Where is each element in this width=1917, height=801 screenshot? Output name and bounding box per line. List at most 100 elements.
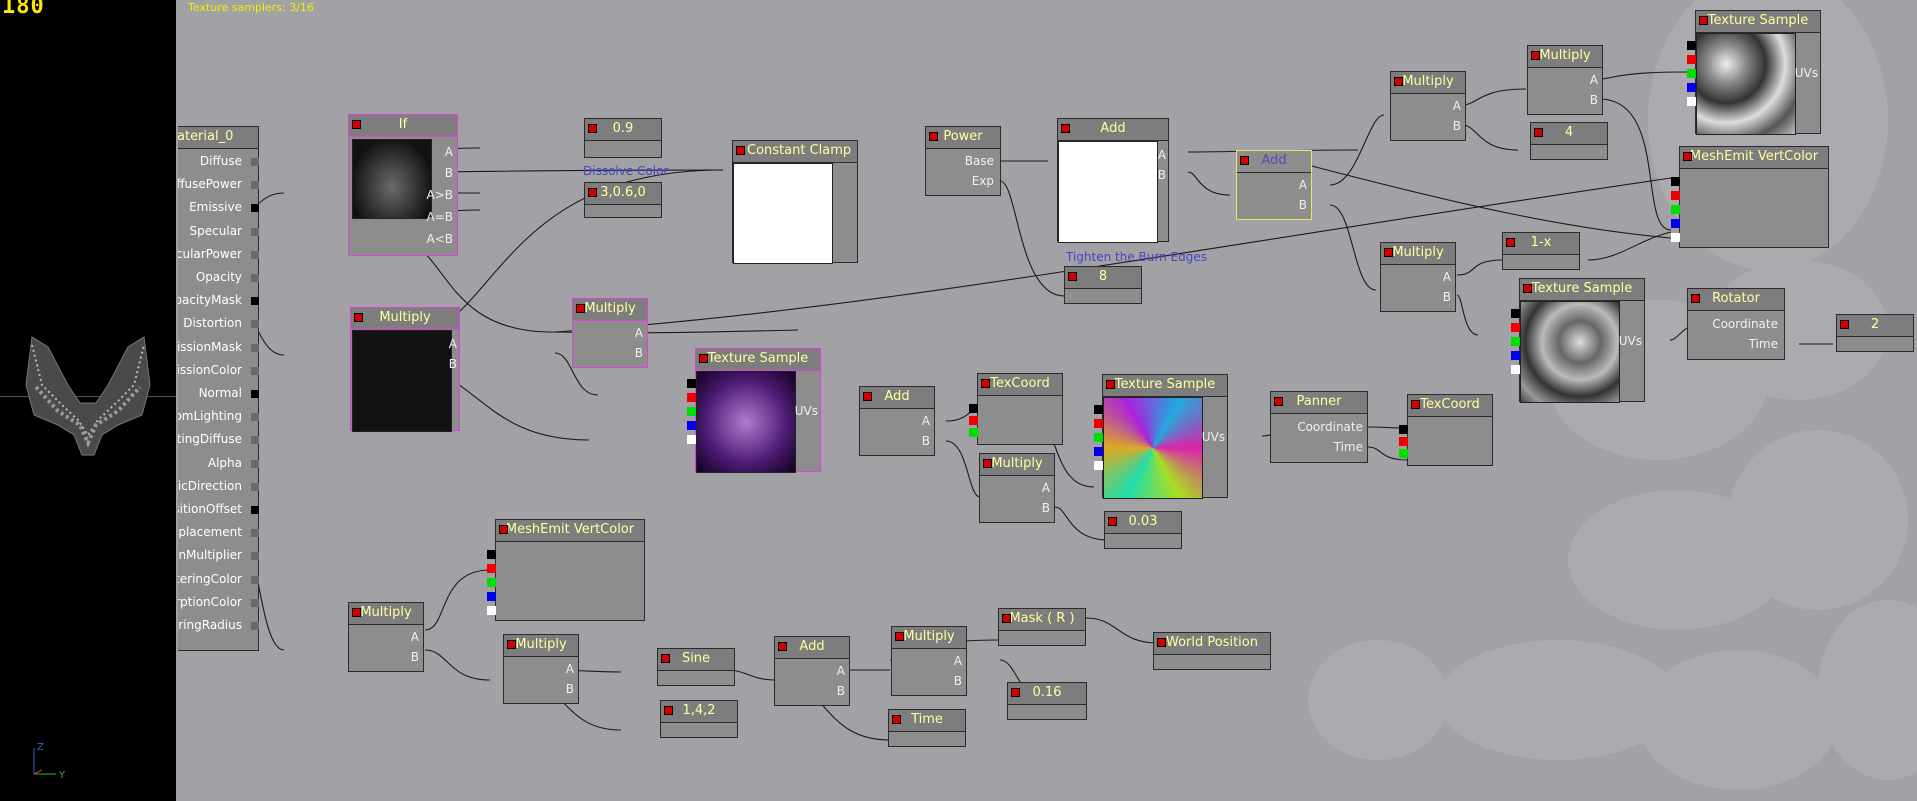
mask-r-node[interactable]: Mask ( R ) bbox=[998, 608, 1086, 646]
node-toggle-icon[interactable] bbox=[892, 715, 901, 724]
node-toggle-icon[interactable] bbox=[576, 304, 585, 313]
add-pin-a[interactable]: A bbox=[921, 414, 930, 428]
node-toggle-icon[interactable] bbox=[664, 706, 673, 715]
if-pin-a-eq-b[interactable]: A=B bbox=[426, 210, 454, 224]
constant-4-node[interactable]: 4 bbox=[1530, 122, 1608, 160]
material-pin-connector[interactable] bbox=[251, 390, 259, 398]
node-toggle-icon[interactable] bbox=[507, 640, 516, 649]
node-toggle-icon[interactable] bbox=[929, 132, 938, 141]
if-node[interactable]: If A B A>B A=B A<B bbox=[348, 114, 458, 256]
node-toggle-icon[interactable] bbox=[352, 120, 361, 129]
node-toggle-icon[interactable] bbox=[1394, 77, 1403, 86]
panner-node[interactable]: Panner Coordinate Time bbox=[1270, 391, 1368, 463]
add-node-selected[interactable]: Add A B bbox=[1236, 150, 1312, 220]
node-toggle-icon[interactable] bbox=[1002, 614, 1011, 623]
node-toggle-icon[interactable] bbox=[1157, 638, 1166, 647]
material-pin-connector[interactable] bbox=[251, 274, 259, 282]
multiply-pin-b[interactable]: B bbox=[1442, 290, 1451, 304]
node-toggle-icon[interactable] bbox=[895, 632, 904, 641]
panner-pin-time[interactable]: Time bbox=[1333, 440, 1363, 454]
multiply-pin-a[interactable]: A bbox=[634, 326, 643, 340]
node-toggle-icon[interactable] bbox=[1531, 51, 1540, 60]
add-node-top[interactable]: Add A B bbox=[1057, 118, 1169, 243]
texture-sample-node-mid[interactable]: Texture Sample UVs bbox=[1511, 278, 1645, 403]
constant-0-03-node[interactable]: 0.03 bbox=[1104, 511, 1182, 549]
node-toggle-icon[interactable] bbox=[778, 642, 787, 651]
node-toggle-icon[interactable] bbox=[1108, 517, 1117, 526]
node-toggle-icon[interactable] bbox=[1691, 294, 1700, 303]
node-toggle-icon[interactable] bbox=[1683, 152, 1692, 161]
multiply-node-bottom-1[interactable]: Multiply A B bbox=[348, 602, 424, 672]
node-toggle-icon[interactable] bbox=[352, 608, 361, 617]
world-position-node[interactable]: World Position bbox=[1153, 632, 1271, 670]
material-pin-connector[interactable] bbox=[251, 506, 259, 514]
constant-clamp-node[interactable]: Constant Clamp bbox=[732, 140, 858, 264]
material-root-node[interactable]: aterial_0 DiffuseDiffusePowerEmissiveSpe… bbox=[178, 126, 259, 651]
multiply-node-top-1[interactable]: Multiply A B bbox=[1390, 71, 1466, 141]
material-graph-canvas[interactable]: Texture samplers: 3/16 bbox=[178, 0, 1917, 801]
node-toggle-icon[interactable] bbox=[863, 392, 872, 401]
node-toggle-icon[interactable] bbox=[1523, 284, 1532, 293]
multiply-pin-a[interactable]: A bbox=[1452, 99, 1461, 113]
node-toggle-icon[interactable] bbox=[1240, 156, 1249, 165]
if-pin-a[interactable]: A bbox=[444, 145, 453, 159]
material-pin-connector[interactable] bbox=[251, 436, 259, 445]
add-pin-b[interactable]: B bbox=[836, 684, 845, 698]
node-toggle-icon[interactable] bbox=[1106, 380, 1115, 389]
constant-2-node[interactable]: 2 bbox=[1836, 314, 1914, 352]
meshemit-vertcolor-node-bottom[interactable]: MeshEmit VertColor bbox=[487, 519, 645, 621]
constant-0-9-node[interactable]: 0.9 bbox=[584, 118, 662, 158]
node-toggle-icon[interactable] bbox=[1411, 400, 1420, 409]
material-pin-connector[interactable] bbox=[251, 343, 259, 352]
node-toggle-icon[interactable] bbox=[1840, 320, 1849, 329]
if-pin-a-lt-b[interactable]: A<B bbox=[426, 232, 454, 246]
node-toggle-icon[interactable] bbox=[1384, 248, 1393, 257]
one-minus-node[interactable]: 1-x bbox=[1502, 232, 1580, 270]
material-pin-connector[interactable] bbox=[251, 482, 259, 491]
multiply-pin-a[interactable]: A bbox=[410, 630, 419, 644]
node-toggle-icon[interactable] bbox=[1011, 688, 1020, 697]
node-toggle-icon[interactable] bbox=[588, 124, 597, 133]
node-toggle-icon[interactable] bbox=[699, 354, 708, 363]
sine-node[interactable]: Sine bbox=[657, 648, 735, 686]
multiply-node-bottom-2[interactable]: Multiply A B bbox=[503, 634, 579, 704]
node-toggle-icon[interactable] bbox=[1506, 238, 1515, 247]
node-toggle-icon[interactable] bbox=[588, 188, 597, 197]
multiply-node-mid[interactable]: Multiply A B bbox=[1380, 242, 1456, 312]
constant-3-0.6-0-node[interactable]: 3,0.6,0 bbox=[584, 182, 662, 218]
node-toggle-icon[interactable] bbox=[981, 379, 990, 388]
node-toggle-icon[interactable] bbox=[1699, 16, 1708, 25]
add-sel-pin-b[interactable]: B bbox=[1298, 198, 1307, 212]
panner-pin-coordinate[interactable]: Coordinate bbox=[1297, 420, 1363, 434]
multiply-node-mask[interactable]: Multiply A B bbox=[350, 307, 460, 432]
uvs-pin[interactable]: UVs bbox=[794, 404, 818, 418]
material-pin-connector[interactable] bbox=[251, 250, 259, 259]
material-pin-connector[interactable] bbox=[251, 598, 259, 607]
material-pin-connector[interactable] bbox=[251, 622, 259, 630]
multiply-node-small[interactable]: Multiply A B bbox=[572, 298, 648, 368]
material-pin-connector[interactable] bbox=[251, 297, 259, 306]
uvs-pin[interactable]: UVs bbox=[1618, 334, 1642, 348]
material-pin-connector[interactable] bbox=[251, 575, 259, 584]
material-pin-connector[interactable] bbox=[251, 181, 259, 190]
material-pin-connector[interactable] bbox=[251, 320, 259, 329]
power-pin-exp[interactable]: Exp bbox=[971, 174, 994, 188]
add-node-bottom[interactable]: Add A B bbox=[774, 636, 850, 706]
node-toggle-icon[interactable] bbox=[983, 459, 992, 468]
multiply-pin-a[interactable]: A bbox=[565, 662, 574, 676]
constant-1-4-2-node[interactable]: 1,4,2 bbox=[660, 700, 738, 738]
material-pin-connector[interactable] bbox=[251, 204, 259, 213]
multiply-pin-b[interactable]: B bbox=[1589, 93, 1598, 107]
multiply-pin-a[interactable]: A bbox=[448, 337, 457, 351]
node-toggle-icon[interactable] bbox=[1061, 124, 1070, 133]
texcoord-node-1[interactable]: TexCoord bbox=[969, 373, 1063, 445]
material-pin-connector[interactable] bbox=[251, 227, 259, 236]
material-pin-connector[interactable] bbox=[251, 552, 259, 561]
multiply-pin-a[interactable]: A bbox=[1442, 270, 1451, 284]
node-toggle-icon[interactable] bbox=[499, 525, 508, 534]
constant-8-node[interactable]: 8 bbox=[1064, 266, 1142, 304]
rotator-pin-time[interactable]: Time bbox=[1748, 337, 1778, 351]
multiply-pin-b[interactable]: B bbox=[1452, 119, 1461, 133]
material-pin-connector[interactable] bbox=[251, 366, 259, 375]
multiply-pin-a[interactable]: A bbox=[1041, 481, 1050, 495]
